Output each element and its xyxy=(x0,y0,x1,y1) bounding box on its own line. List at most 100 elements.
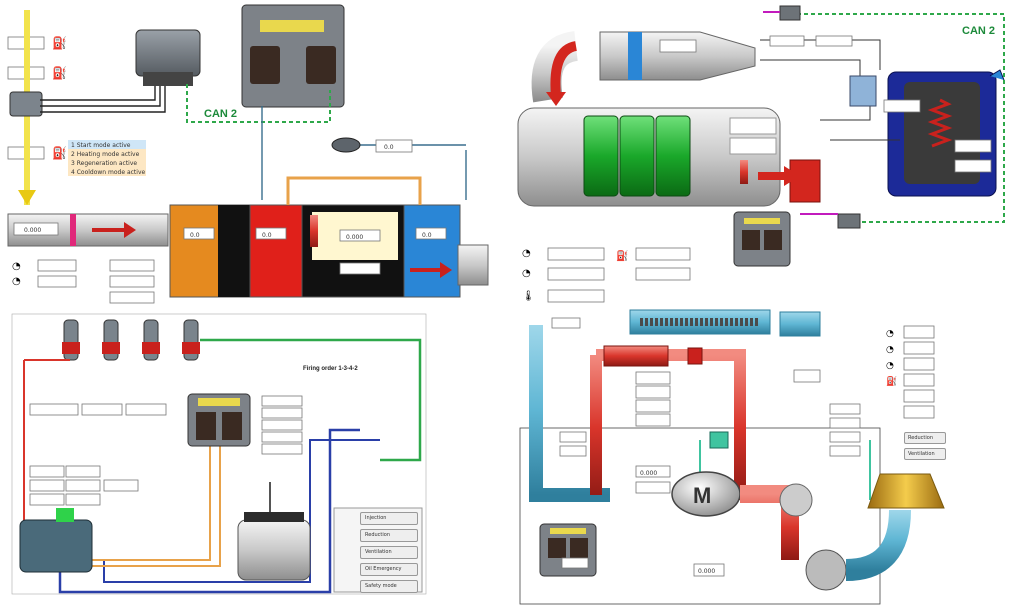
ecu-connector xyxy=(143,72,193,86)
readout-box xyxy=(65,493,101,506)
doc-blue-band xyxy=(628,32,642,80)
injector-seal xyxy=(182,342,200,354)
readout-box xyxy=(109,291,155,304)
status-row xyxy=(261,395,303,407)
legend-row-2 xyxy=(68,149,146,158)
heating-coil-icon xyxy=(927,98,953,148)
pressure-icon: ◔ xyxy=(522,268,531,279)
right-status-list: ◔ ◔ ◔ ⛽ xyxy=(886,325,935,419)
can-bus-line xyxy=(186,84,331,123)
readout-box xyxy=(635,413,671,427)
readout-box xyxy=(561,557,589,569)
pressure-icon: ◔ xyxy=(12,261,21,272)
button-label: Reduction xyxy=(908,435,933,441)
menu-button-injection[interactable]: Injection xyxy=(360,512,418,525)
readout-box xyxy=(37,259,77,272)
readout-box xyxy=(903,357,935,371)
cylinder-status-list xyxy=(261,395,303,455)
exhaust-in-value: 0.000 xyxy=(24,227,41,234)
dcu-connector xyxy=(764,230,782,250)
ecu-wiring xyxy=(40,86,166,113)
readout-box xyxy=(37,275,77,288)
temperature-icon: ◔ xyxy=(12,276,21,287)
fuel-pump-unit xyxy=(19,519,93,573)
legend-item-2: 2 Heating mode active xyxy=(71,151,140,158)
sensor-top-value: 0.0 xyxy=(384,144,394,151)
readout-box xyxy=(883,99,921,113)
doser-pump xyxy=(849,75,877,107)
readout-box xyxy=(559,445,587,457)
readout-box xyxy=(29,403,79,416)
fuel-readouts xyxy=(29,403,167,506)
status-row xyxy=(261,431,303,443)
fuel-pump-icon: ⛽ xyxy=(616,249,628,262)
dpf-stage-red xyxy=(249,204,303,298)
flow-arrow-icon xyxy=(440,262,452,278)
nox-sensor xyxy=(837,213,861,229)
readout-box xyxy=(829,445,861,457)
valve xyxy=(687,347,703,365)
fuel-system-panel xyxy=(11,313,427,595)
menu-button-safety-mode[interactable]: Safety mode xyxy=(360,580,418,593)
coolant-connector xyxy=(709,431,729,449)
controller-connector xyxy=(548,538,566,558)
dpf-stage1-value: 0.0 xyxy=(190,232,200,239)
pressure-icon: ◔ xyxy=(886,361,894,371)
readout-box xyxy=(103,479,139,492)
readout-box xyxy=(903,389,935,403)
readout-box xyxy=(65,465,101,478)
ecu-module xyxy=(135,29,201,77)
orange-feed-line xyxy=(286,176,422,205)
pressure-icon: ◔ xyxy=(886,345,894,355)
sensor-wiring xyxy=(261,106,467,200)
flow-arrow-icon xyxy=(546,92,566,106)
menu-button-ventilation[interactable]: Ventilation xyxy=(360,546,418,559)
dpf-black-block xyxy=(218,205,252,297)
status-row xyxy=(261,419,303,431)
legend-item-1: 1 Start mode active xyxy=(71,142,131,149)
controller-connector xyxy=(570,538,588,558)
dpf-readout xyxy=(729,137,777,155)
tank-readout xyxy=(954,159,992,173)
cooling-panel xyxy=(519,427,881,605)
dcu-connector xyxy=(742,230,760,250)
doc-readout xyxy=(659,39,697,53)
doc-canister xyxy=(599,31,756,81)
ecu-brand-plate xyxy=(198,398,240,406)
menu-button-oil-emergency[interactable]: Oil Emergency xyxy=(360,563,418,576)
fuel-arrow-icon xyxy=(18,190,36,205)
ecu-connector xyxy=(196,412,216,440)
readout-box xyxy=(551,317,581,329)
menu-button-label: Reduction xyxy=(365,532,390,538)
elbow-flow-arrow xyxy=(550,41,578,97)
thermometer-icon: 🌡 xyxy=(522,290,535,302)
compressor xyxy=(805,549,847,591)
readout-box xyxy=(81,403,123,416)
ecu-connector xyxy=(222,412,242,440)
readout-box xyxy=(635,481,671,494)
menu-button-reduction[interactable]: Reduction xyxy=(360,529,418,542)
pressure-icon: ◔ xyxy=(886,329,894,339)
button-reduction[interactable]: Reduction xyxy=(904,432,946,444)
dcu-brand-plate xyxy=(744,218,780,224)
readout-box xyxy=(109,259,155,272)
exhaust-in-readout xyxy=(13,222,59,236)
readout-box xyxy=(547,267,605,281)
button-ventilation[interactable]: Ventilation xyxy=(904,448,946,460)
outlet-flange xyxy=(789,159,821,203)
heat-gradient-bar xyxy=(740,160,748,184)
dpf-stage2-value: 0.0 xyxy=(262,232,272,239)
readout-box xyxy=(65,479,101,492)
right-buttons: Reduction Ventilation xyxy=(904,432,946,464)
controller-connector-left xyxy=(250,46,280,84)
menu-button-label: Injection xyxy=(365,515,387,521)
can-label-left: CAN 2 xyxy=(204,108,237,120)
filter-segment-2 xyxy=(619,115,655,197)
readout-box xyxy=(903,405,935,419)
supply-line xyxy=(103,439,380,583)
dpf-stage3-value: 0.000 xyxy=(346,234,363,241)
legend-row-4 xyxy=(68,167,146,176)
exhaust-outlet-pipe xyxy=(457,244,489,286)
doser-valve xyxy=(9,91,43,117)
coolant-pipe xyxy=(529,325,610,502)
